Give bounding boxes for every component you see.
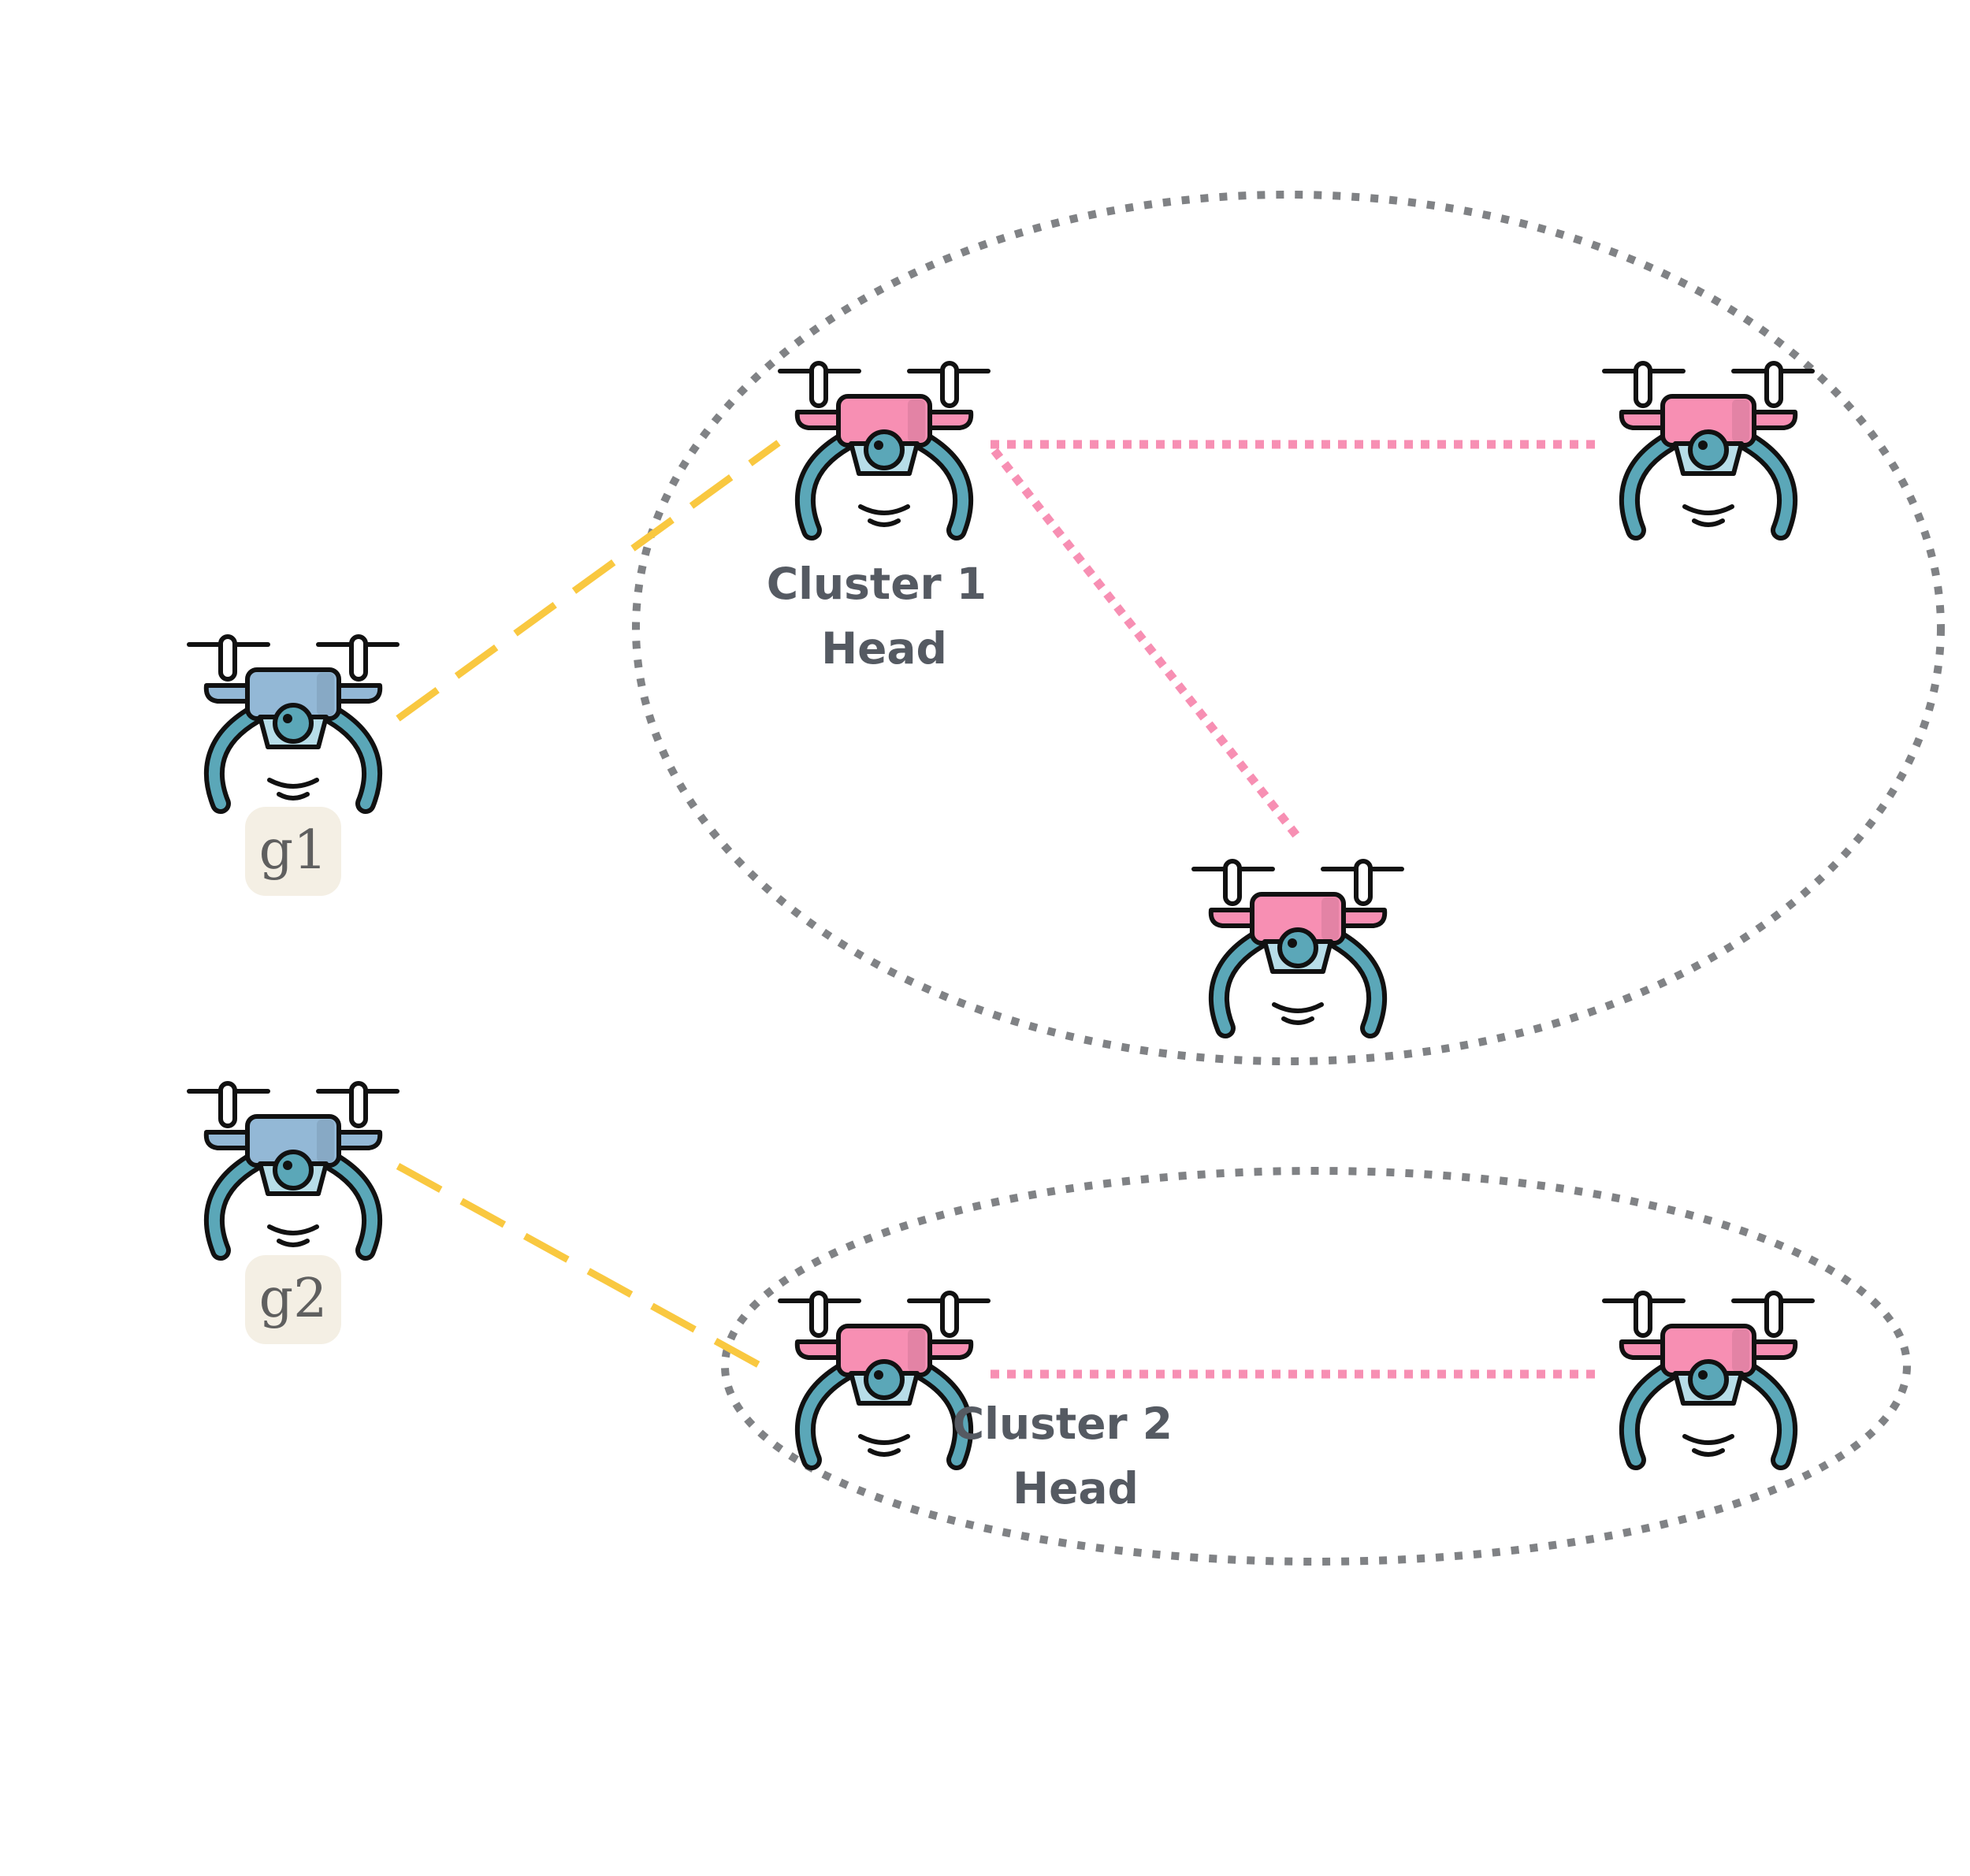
drone-icon [1604,1293,1812,1460]
cluster-1-head-label-line2: Head [821,623,947,674]
drone-icon [1604,363,1812,530]
gateway-label-g1: g1 [259,819,328,882]
cluster-1-head-drone [780,363,988,530]
cluster-1-member-drone [1194,861,1402,1028]
cluster-2: Cluster 2 Head [780,1293,1812,1514]
link-g1-cluster-1-head [396,440,781,722]
cluster-1-member-drone [1604,363,1812,530]
link-cluster-1-head-member-2 [991,448,1300,838]
gateway-badge [245,1255,341,1344]
drone-icon [189,637,397,804]
gateway-badge [245,807,341,896]
cluster-1-boundary [632,191,1945,1065]
cluster-1-head-label-line1: Cluster 1 [767,559,987,609]
cluster-2-head-label-line2: Head [1013,1463,1139,1514]
gateway-g2: g2 [189,1083,397,1344]
drone-icon [1194,861,1402,1028]
cluster-2-head-label-line1: Cluster 2 [953,1399,1173,1449]
cluster-2-boundary [721,1167,1911,1566]
gateway-label-g2: g2 [259,1268,328,1330]
drone-icon [780,363,988,530]
link-g2-cluster-2-head [396,1163,781,1379]
cluster-1-head-label: Cluster 1 Head [767,559,1002,674]
cluster-1: Cluster 1 Head [767,363,1812,1028]
drone-icon [189,1083,397,1250]
cluster-2-head-label: Cluster 2 Head [953,1399,1188,1514]
cluster-2-member-drone [1604,1293,1812,1460]
gateway-g1: g1 [189,637,397,896]
